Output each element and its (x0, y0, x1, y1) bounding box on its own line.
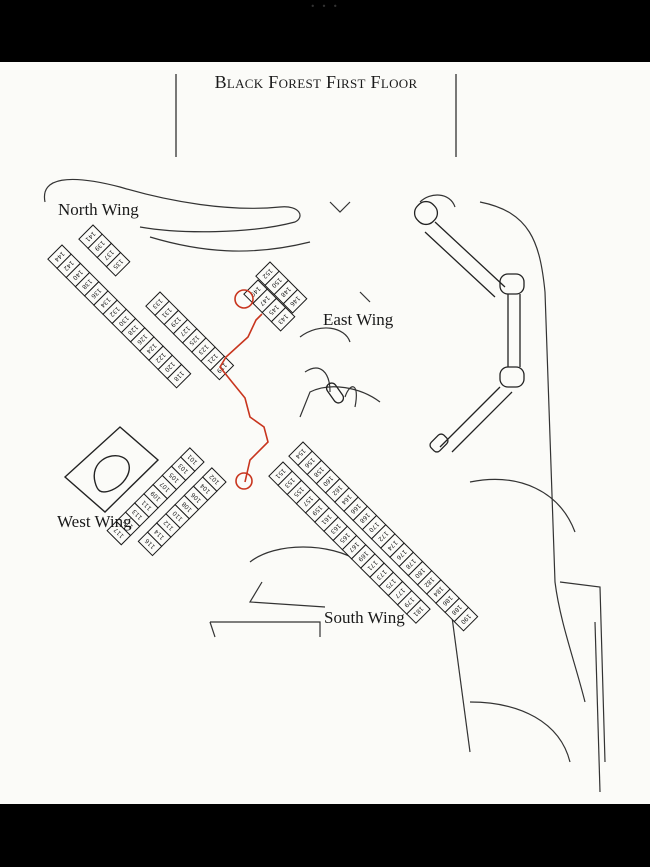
pool (63, 426, 160, 513)
room-cell (137, 531, 163, 557)
destination-circle (234, 289, 254, 309)
route-path (219, 289, 269, 490)
south-wing-outer-rooms: 1541561581601621641661681701721741761781… (288, 441, 479, 632)
north-wing-outer-rooms: 1441421401381361341321301281261241221201… (47, 244, 192, 389)
wing-label-south: South Wing (324, 608, 405, 627)
room-cell (282, 288, 308, 314)
floor-plan: 1441421401381361341321301281261241221201… (43, 74, 606, 793)
room-cell (270, 306, 296, 332)
status-dots: • • • (310, 2, 340, 11)
walkway (325, 200, 525, 453)
room-cell (106, 520, 132, 546)
room-cell (406, 599, 431, 624)
wing-label-north: North Wing (58, 200, 139, 219)
route-line (219, 313, 269, 483)
room-cell (105, 251, 131, 277)
room-cell (166, 363, 192, 389)
south-wing-inner-rooms: 1511531551571591611631651671691711731751… (268, 461, 431, 624)
wing-label-west: West Wing (57, 512, 132, 531)
building-wings: 1441421401381361341321301281261241221201… (47, 224, 479, 632)
wing-label-east: East Wing (323, 310, 394, 329)
room-cell (209, 355, 235, 381)
page-title: Black Forest First Floor (214, 72, 418, 92)
start-circle (235, 472, 253, 490)
room-cell (453, 606, 479, 632)
